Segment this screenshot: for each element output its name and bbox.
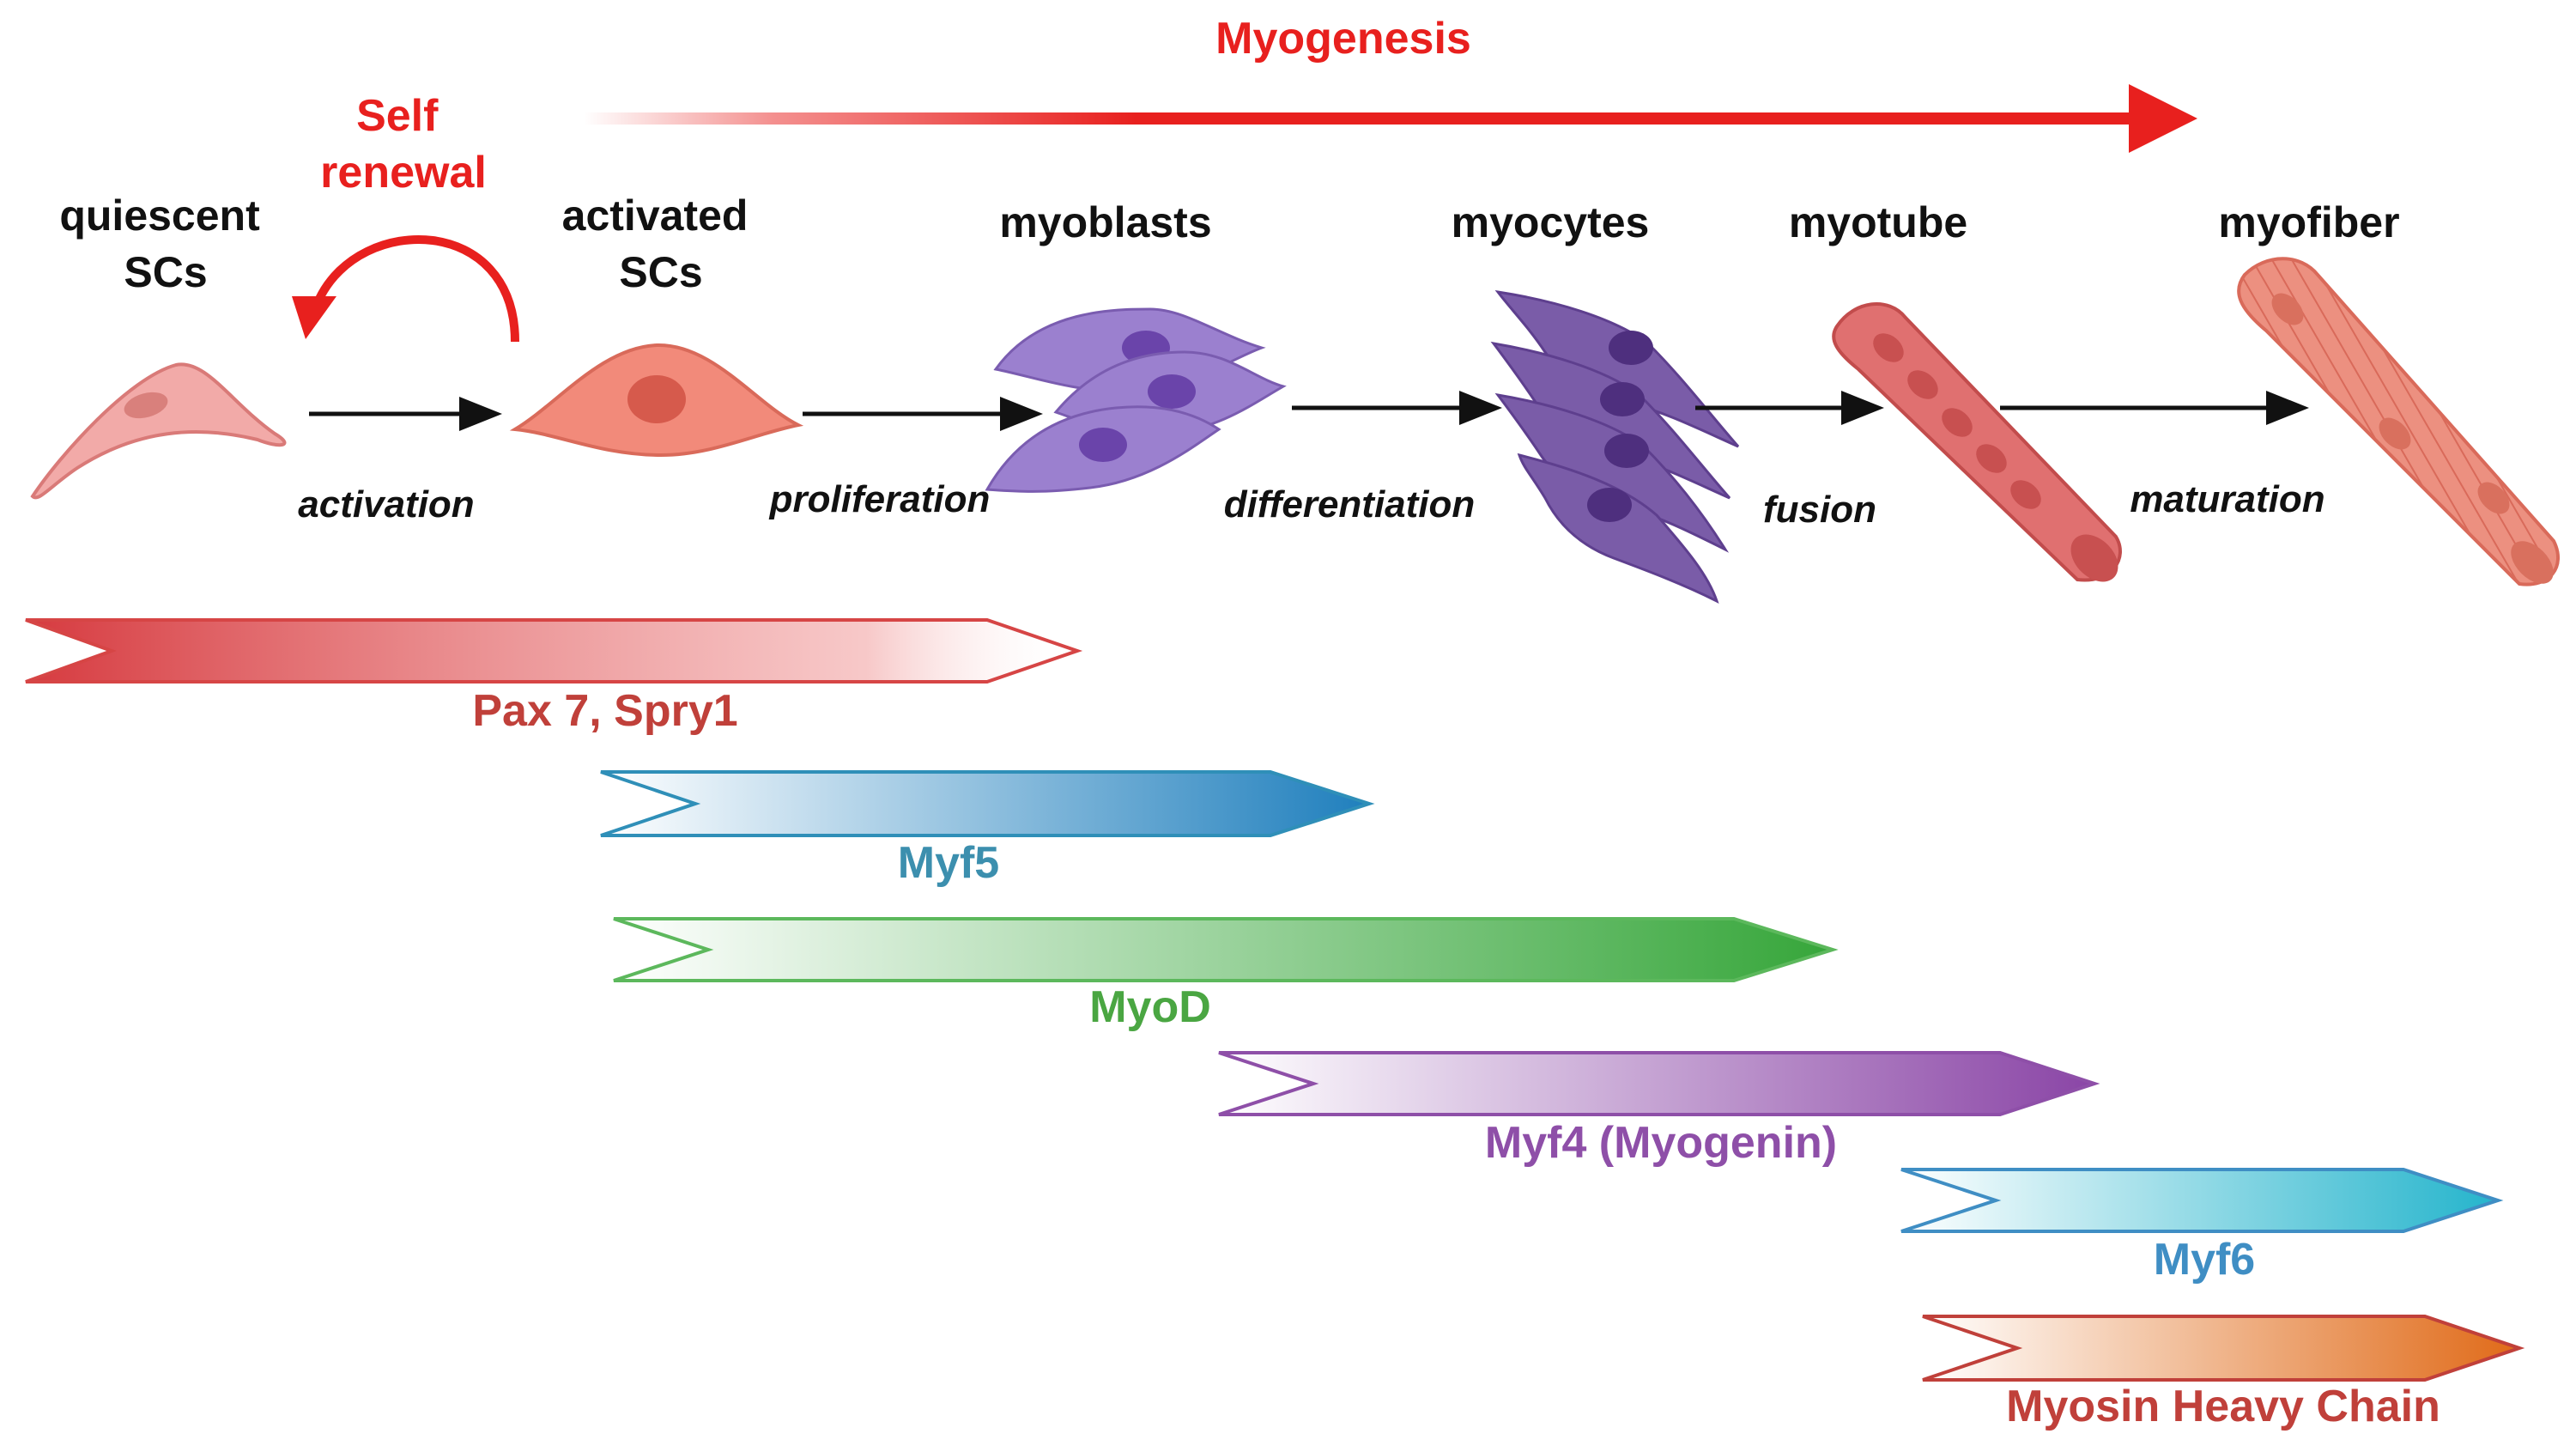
stage-label-myotube: myotube [1789,198,1967,246]
stage-label-myoblasts: myoblasts [999,198,1211,246]
self-renewal-arrow [315,235,519,343]
marker-label-myod: MyoD [1089,982,1211,1032]
self-renewal-arrowhead-icon [292,296,336,339]
transition-label-proliferation: proliferation [769,478,991,520]
arrow-activation [309,397,502,431]
myoblasts-icon [985,307,1287,493]
marker-bar-myosin-heavy-chain [1922,1315,2525,1382]
myotube-icon [1832,302,2122,582]
stage-label-myofiber: myofiber [2218,198,2399,246]
myogenesis-title: Myogenesis [1215,14,1471,64]
arrow-fusion [1695,391,1884,425]
marker-label-myf5: Myf5 [898,838,999,888]
stage-label-quiescent: quiescent SCs [59,191,271,296]
myogenesis-arrow-head [2129,84,2197,153]
quiescent-cell-icon [30,362,287,500]
activated-cell-icon [509,343,804,458]
marker-label-pax7-spry1: Pax 7, Spry1 [472,686,737,736]
stage-label-activated: activated SCs [562,191,761,296]
marker-bar-pax7-spry1 [25,618,1083,683]
transition-label-differentiation: differentiation [1224,483,1476,526]
marker-label-myf4: Myf4 (Myogenin) [1485,1118,1837,1168]
marker-label-myosin-heavy-chain: Myosin Heavy Chain [2006,1382,2440,1431]
arrow-maturation [2000,391,2309,425]
myocytes-icon [1490,289,1740,604]
marker-bar-myf6 [1900,1168,2504,1233]
arrow-proliferation [803,397,1043,431]
myogenesis-arrow-shaft [584,112,2163,125]
transition-label-activation: activation [298,483,474,526]
marker-label-myf6: Myf6 [2154,1235,2255,1285]
transition-label-fusion: fusion [1763,489,1876,531]
self-renewal-label: Self renewal [320,91,487,197]
marker-bar-myf4 [1218,1051,2100,1116]
transition-label-maturation: maturation [2130,478,2324,520]
stage-label-myocytes: myocytes [1452,198,1650,246]
myofiber-icon [2237,257,2560,586]
marker-bar-myf5 [600,770,1375,837]
marker-bar-myod [613,917,1839,982]
arrow-differentiation [1292,391,1502,425]
